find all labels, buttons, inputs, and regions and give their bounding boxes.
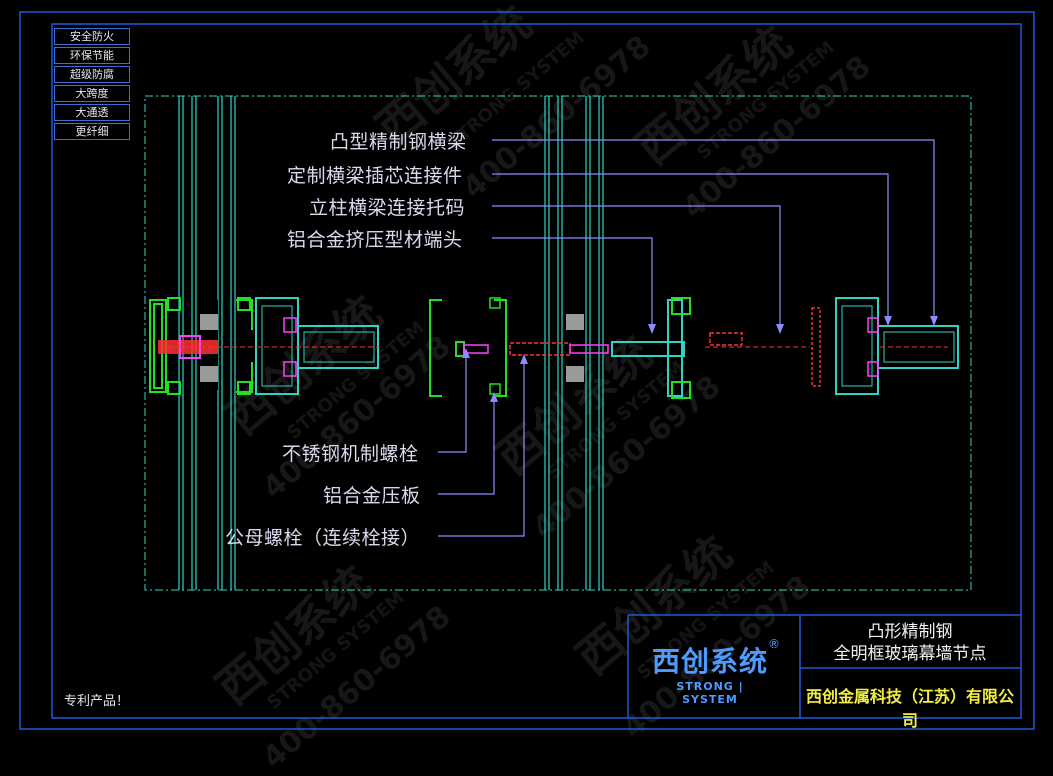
feature-tag: 大通透 — [54, 104, 130, 121]
drawing-sheet: 西创系统 STRONG SYSTEM 400-860-6978 西创系统 STR… — [19, 0, 1035, 776]
callout-bracket: 立柱横梁连接托码 — [309, 197, 466, 219]
callout-bolt: 不锈钢机制螺栓 — [282, 443, 419, 465]
center-node — [566, 297, 691, 399]
callout-end-profile: 铝合金挤压型材端头 — [287, 229, 463, 251]
inner-border — [51, 23, 1022, 719]
exploded-parts — [429, 297, 609, 397]
callout-arrowheads — [462, 316, 938, 402]
callout-male-female-bolt: 公母螺栓（连续栓接） — [225, 527, 421, 549]
company-name: 西创金属科技（江苏）有限公司 — [805, 687, 1014, 730]
patent-note: 专利产品！ — [64, 694, 130, 709]
callout-leaders — [438, 139, 935, 537]
feature-tag: 大跨度 — [54, 85, 130, 102]
logo-subtext: STRONG | SYSTEM — [676, 680, 744, 706]
node-drawing — [19, 11, 1035, 730]
left-node — [149, 297, 380, 395]
feature-tag: 更纤细 — [54, 123, 130, 140]
feature-tag: 环保节能 — [54, 47, 130, 64]
feature-tag: 超级防腐 — [54, 66, 130, 83]
logo-text: 西创系统 — [651, 645, 768, 678]
drawing-title-line2: 全明框玻璃幕墙节点 — [833, 644, 987, 664]
drawing-title-line1: 凸形精制钢 — [867, 622, 953, 642]
feature-tag: 安全防火 — [54, 28, 130, 45]
registered-mark: ® — [768, 637, 780, 651]
outer-border — [19, 11, 1035, 730]
callout-steel-beam: 凸型精制钢横梁 — [330, 131, 467, 153]
callout-pressure-plate: 铝合金压板 — [323, 485, 421, 507]
right-node — [705, 297, 959, 395]
callout-beam-insert: 定制横梁插芯连接件 — [287, 165, 463, 187]
